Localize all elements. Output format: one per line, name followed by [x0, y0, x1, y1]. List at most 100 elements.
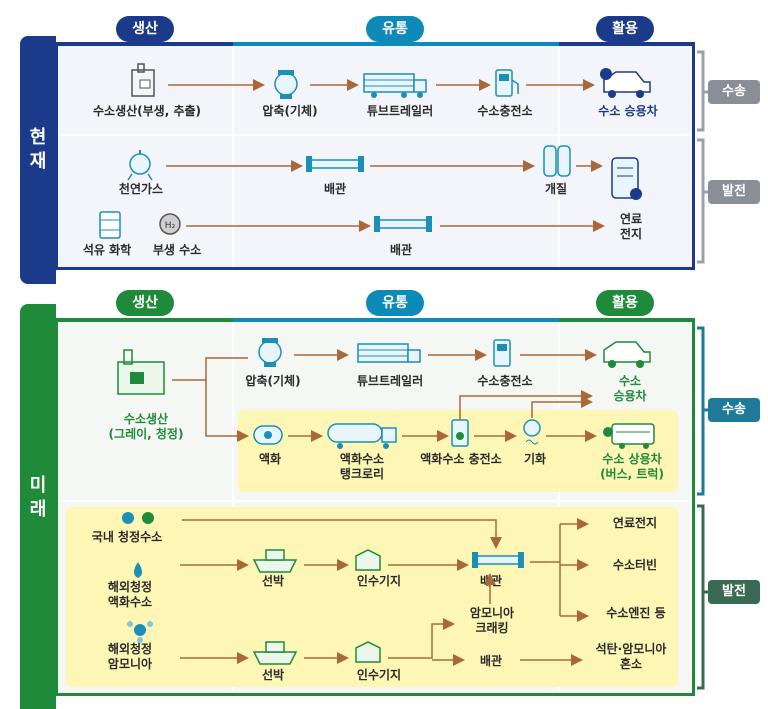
future-side-label: 미 래: [20, 474, 56, 522]
future-car-icon: [603, 341, 651, 368]
future-branch-lower: [172, 379, 249, 442]
future-bar-distribution: [233, 318, 559, 322]
future-arrow-to-cracking: [388, 618, 455, 659]
future-tube-trailer-icon: [357, 343, 421, 363]
current-label-trailer: 튜브트레일러: [366, 104, 434, 118]
future-pipe-icon: [472, 552, 524, 568]
future-branch-upper: [205, 357, 248, 380]
current-label-char-1: 현: [29, 127, 47, 148]
future-label-ship-1: 선박: [261, 574, 285, 588]
current-bar-usage: [559, 42, 695, 46]
pipe-icon-2: [374, 216, 432, 232]
svg-text:H₂: H₂: [165, 221, 176, 231]
future-side-bar: [20, 304, 56, 709]
future-label-fuelcell: 연료전지: [612, 516, 658, 530]
future-label-liquefy: 액화: [258, 452, 282, 466]
current-power-tag: 발전: [708, 180, 760, 204]
future-label-trailer: 튜브트레일러: [356, 374, 424, 388]
factory-icon: [131, 63, 155, 97]
future-bracket-transport: [697, 326, 708, 496]
current-label-reform: 개질: [544, 182, 568, 196]
current-bracket-transport: [697, 50, 708, 132]
ammonia-molecule-icon: [127, 621, 153, 643]
future-arrow-vapor-to-car: [531, 396, 593, 418]
future-label-domestic: 국내 청정수소: [91, 530, 163, 544]
current-label-station: 수소충전소: [477, 104, 533, 118]
current-col-divider-1: [232, 46, 234, 267]
current-transport-tag: 수송: [708, 80, 760, 104]
current-label-compress: 압축(기체): [262, 104, 318, 118]
current-label-char-2: 재: [29, 151, 47, 172]
future-label-pipe-2: 배관: [479, 654, 503, 668]
hydrogen-badge-icon: H₂: [159, 213, 181, 235]
lh2-station-icon: [451, 419, 469, 447]
future-row-divider: [58, 500, 692, 502]
ship-icon-1: [252, 549, 298, 573]
pipe-icon-1: [306, 156, 364, 172]
current-bar-distribution: [233, 42, 559, 46]
compressor-icon: [274, 70, 298, 99]
current-bar-production: [55, 42, 233, 46]
reformer-icon: [543, 145, 571, 177]
lh2-drop-icon: [134, 562, 142, 578]
charging-station-icon: [495, 69, 519, 97]
gas-tank-icon: [127, 150, 153, 181]
liquefier-icon: [253, 425, 283, 445]
current-row-divider: [58, 134, 692, 136]
future-arrow-lh2-to-car: [459, 390, 593, 420]
future-label-turbine: 수소터빈: [612, 558, 658, 572]
future-label-terminal-1: 인수기지: [356, 574, 402, 588]
future-label-engine: 수소엔진 등: [606, 606, 666, 620]
future-compressor-icon: [258, 338, 282, 367]
current-phase-distribution: 유통: [366, 16, 424, 42]
current-label-petrochem: 석유 화학: [82, 243, 132, 257]
future-phase-distribution: 유통: [366, 290, 424, 316]
future-label-ship-2: 선박: [261, 668, 285, 682]
oil-barrel-icon: [99, 211, 121, 239]
future-label-char-1: 미: [29, 475, 47, 496]
future-label-commercial: 수소 상용차(버스, 트럭): [600, 452, 664, 481]
domestic-hydrogen-icons: [122, 512, 154, 524]
future-phase-usage: 활용: [596, 290, 654, 316]
current-side-bar: [20, 36, 56, 284]
future-phase-production: 생산: [116, 290, 174, 316]
tube-trailer-icon: [363, 73, 427, 98]
hydrogen-car-icon: [600, 68, 651, 98]
vaporizer-icon: [523, 419, 541, 445]
future-bracket-power: [697, 504, 708, 690]
terminal-icon-2: [355, 641, 381, 663]
future-bar-usage: [559, 318, 695, 322]
future-bar-production: [55, 318, 233, 322]
fuel-cell-icon: [611, 157, 642, 200]
current-label-byproduct: 부생 수소: [152, 243, 202, 257]
current-bracket-power: [697, 138, 708, 264]
current-side-label: 현 재: [20, 126, 56, 174]
ship-icon-2: [252, 641, 298, 665]
current-label-natural-gas: 천연가스: [118, 182, 164, 196]
current-phase-production: 생산: [116, 16, 174, 42]
future-label-compress: 압축(기체): [245, 374, 301, 388]
bus-icon: [603, 423, 655, 449]
future-label-station: 수소충전소: [477, 374, 533, 388]
current-label-production: 수소생산(부생, 추출): [92, 104, 202, 118]
terminal-icon-1: [355, 549, 381, 571]
future-factory-icon: [117, 349, 165, 395]
future-arrow-domestic: [182, 519, 502, 549]
future-label-production: 수소생산(그레이, 청정): [108, 412, 184, 441]
tank-lorry-icon: [327, 423, 397, 449]
current-label-pipe-1: 배관: [323, 182, 347, 196]
future-charging-station-icon: [493, 339, 511, 367]
current-label-vehicle: 수소 승용차: [598, 104, 658, 118]
future-label-lh2-station: 액화수소 충전소: [420, 452, 502, 466]
future-label-terminal-2: 인수기지: [356, 668, 402, 682]
future-label-char-2: 래: [29, 499, 47, 520]
future-label-vaporize: 기화: [523, 452, 547, 466]
